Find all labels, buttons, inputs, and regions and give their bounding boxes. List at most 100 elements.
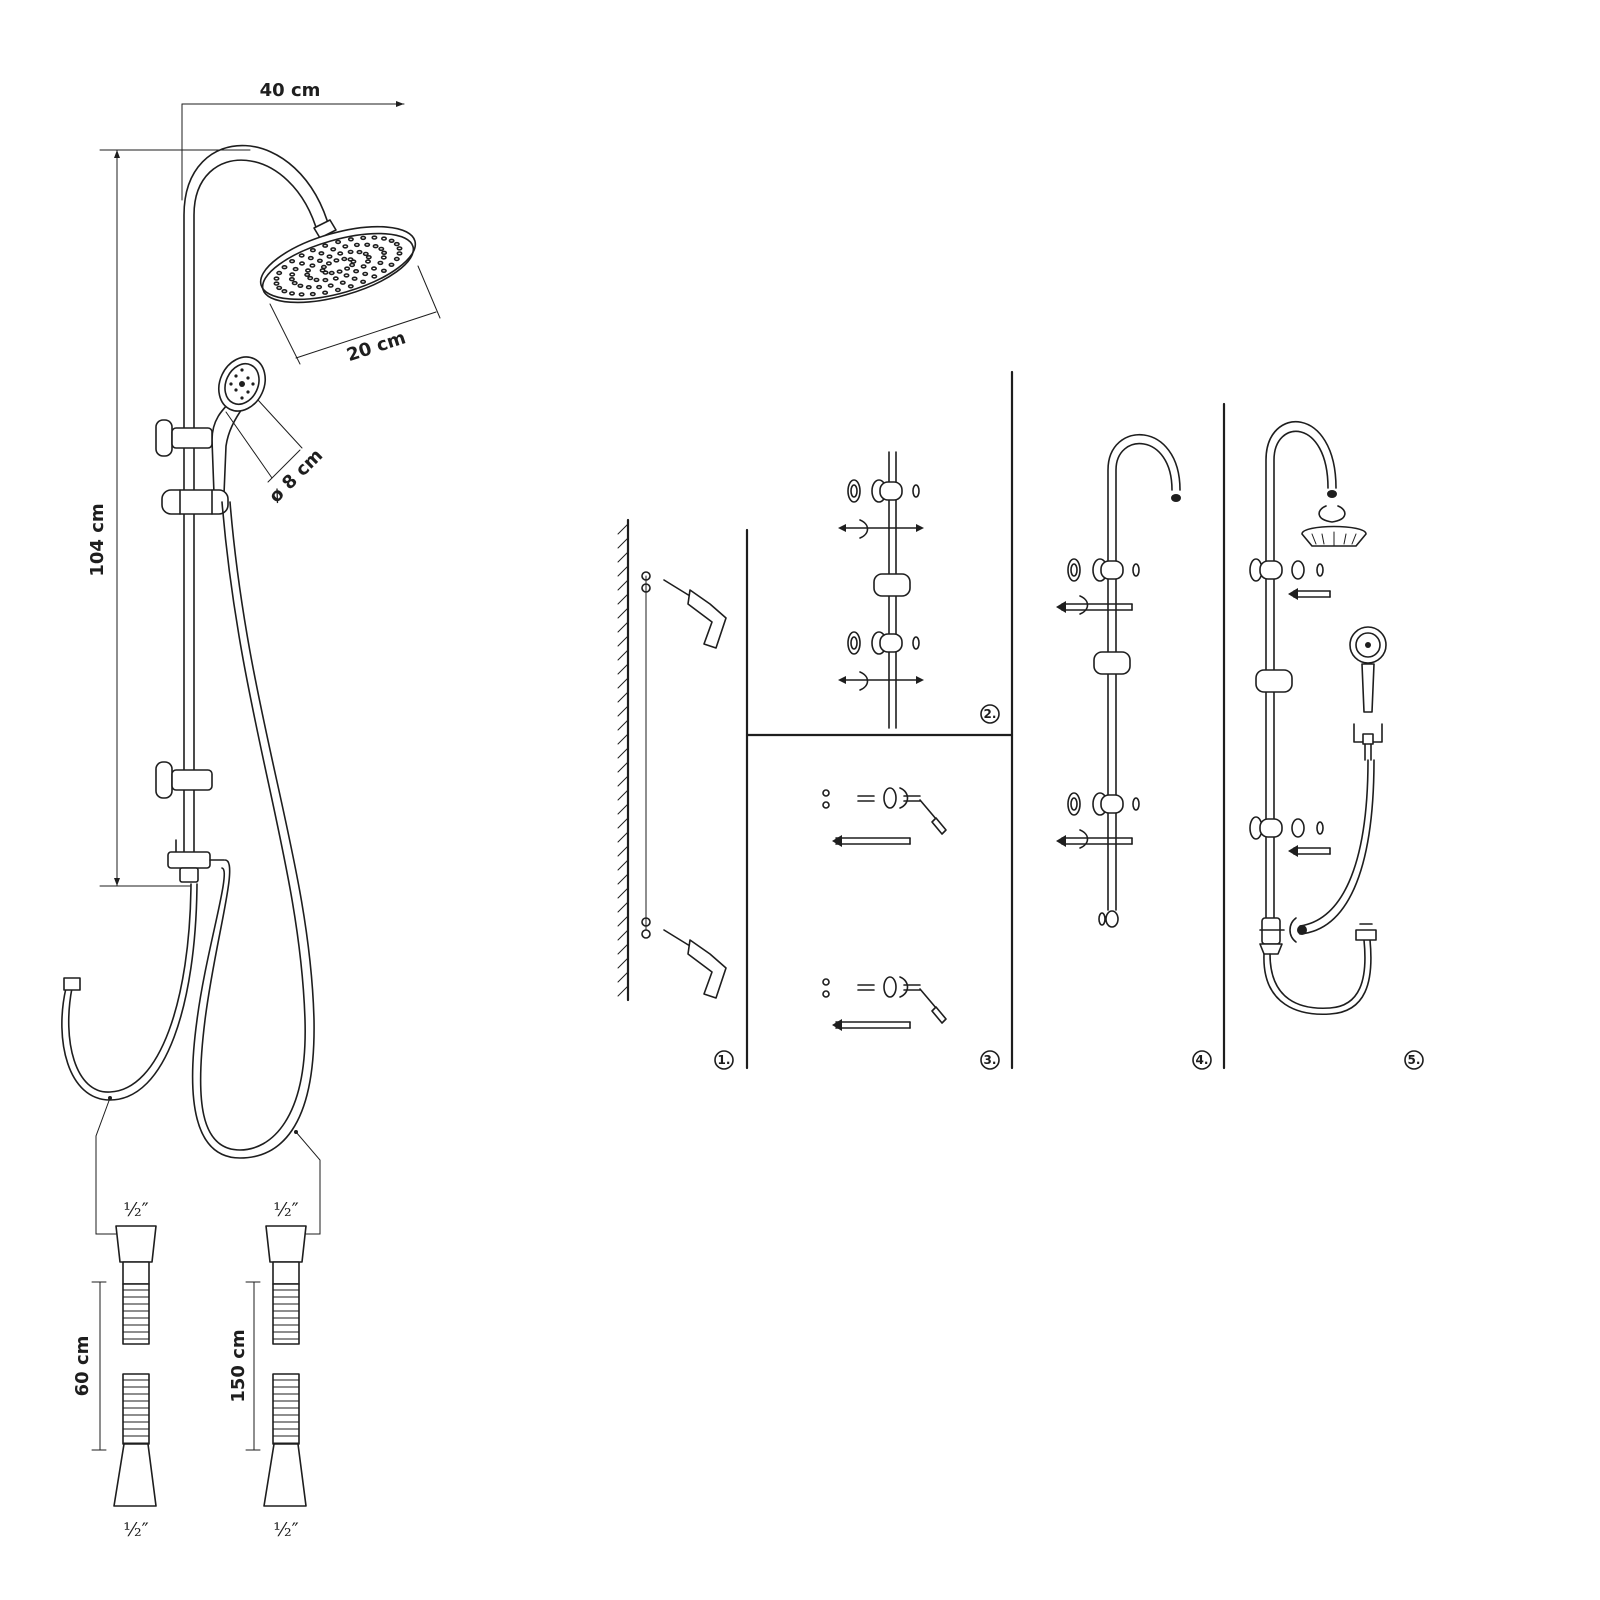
screw-assembly-top bbox=[822, 787, 947, 847]
wall-hatch bbox=[617, 985, 629, 997]
nozzle bbox=[307, 275, 314, 281]
wall-hatch bbox=[617, 789, 629, 801]
nozzle bbox=[297, 283, 304, 288]
nozzle bbox=[334, 287, 341, 293]
step5-hand-shower bbox=[1349, 626, 1387, 761]
short-hose-nut bbox=[63, 977, 81, 991]
step-2-panel: 2. bbox=[838, 451, 1000, 729]
drill-icon bbox=[663, 579, 727, 649]
nozzle bbox=[320, 264, 327, 270]
thread-label-top-long: ½″ bbox=[273, 1199, 299, 1221]
step5-bracket-top bbox=[1249, 558, 1331, 600]
nozzle bbox=[362, 251, 369, 257]
nozzle bbox=[371, 274, 378, 279]
wall-anchor-bottom bbox=[838, 631, 924, 691]
step-5-panel: 5. bbox=[1249, 420, 1424, 1070]
riser-pipe-inner bbox=[193, 159, 319, 881]
nozzle bbox=[347, 284, 354, 289]
wall-hatch bbox=[617, 901, 629, 913]
nozzle bbox=[362, 271, 369, 277]
wall-hatch bbox=[617, 565, 629, 577]
nozzle bbox=[304, 272, 311, 277]
nozzle bbox=[377, 260, 384, 266]
thread-label-bottom-long: ½″ bbox=[273, 1519, 299, 1541]
drill-icon-lower bbox=[663, 929, 727, 999]
wall-hatch bbox=[617, 705, 629, 717]
nozzle bbox=[360, 279, 367, 284]
nozzle bbox=[349, 262, 356, 268]
nozzle bbox=[337, 251, 344, 256]
nozzle bbox=[304, 268, 311, 273]
nozzle bbox=[343, 273, 350, 278]
nozzle bbox=[347, 237, 354, 242]
nozzle bbox=[344, 266, 351, 271]
nozzle bbox=[322, 277, 329, 283]
short-hose-callout bbox=[95, 1097, 117, 1235]
bracket-mount-bottom bbox=[1056, 792, 1140, 849]
short-hose-length-label: 60 cm bbox=[72, 1336, 93, 1397]
nozzle bbox=[347, 249, 354, 255]
step5-diverter bbox=[1259, 917, 1285, 955]
short-hose-inner bbox=[61, 883, 198, 1101]
step-1-panel: 1. bbox=[617, 518, 734, 1070]
nozzle bbox=[316, 258, 323, 263]
nozzle bbox=[309, 291, 316, 297]
nozzle bbox=[371, 235, 378, 240]
nozzle bbox=[380, 255, 387, 260]
slider-holder bbox=[161, 489, 229, 515]
wall-hatch bbox=[617, 691, 629, 703]
nozzle bbox=[381, 250, 388, 256]
nozzle bbox=[380, 268, 387, 273]
nozzle bbox=[326, 254, 333, 259]
nozzle bbox=[325, 261, 332, 266]
long-hose-callout bbox=[295, 1131, 321, 1235]
nozzle bbox=[372, 244, 379, 249]
wall-hatch bbox=[617, 929, 629, 941]
nozzle bbox=[322, 243, 329, 248]
nozzle bbox=[298, 292, 305, 297]
step5-rain-head bbox=[1301, 505, 1367, 547]
wall-hatch bbox=[617, 873, 629, 885]
hose-segment bbox=[272, 1373, 300, 1445]
nozzle bbox=[341, 256, 348, 262]
wall-hatch bbox=[617, 523, 629, 535]
nozzle bbox=[307, 255, 314, 261]
nozzle bbox=[333, 258, 340, 263]
hand-shower bbox=[211, 356, 266, 495]
wall-hatch bbox=[617, 649, 629, 661]
step5-bracket-bottom bbox=[1249, 816, 1331, 857]
head-diameter-label: 20 cm bbox=[344, 327, 408, 366]
width-label: 40 cm bbox=[260, 80, 321, 101]
nozzle bbox=[309, 263, 316, 268]
wall-hatch bbox=[617, 775, 629, 787]
nozzle bbox=[360, 264, 367, 269]
nozzle bbox=[380, 236, 387, 241]
wall-hatch bbox=[617, 817, 629, 829]
wall-hatch bbox=[617, 971, 629, 983]
nozzle bbox=[332, 276, 339, 281]
riser-pipe bbox=[183, 144, 331, 881]
nozzle bbox=[328, 270, 335, 276]
diverter bbox=[167, 839, 225, 883]
nozzle bbox=[291, 280, 298, 286]
nozzle bbox=[289, 259, 296, 264]
nozzle bbox=[388, 238, 395, 244]
nozzle bbox=[388, 262, 395, 267]
nozzle bbox=[298, 261, 305, 266]
step-4-panel: 4. bbox=[1056, 434, 1212, 1070]
nozzle bbox=[288, 277, 295, 282]
height-dimension: 104 cm bbox=[87, 149, 251, 887]
wall-hatch bbox=[617, 537, 629, 549]
long-hose-inner bbox=[191, 501, 315, 1159]
nozzle bbox=[322, 270, 329, 275]
nozzle bbox=[370, 266, 377, 271]
wall-hatch bbox=[617, 635, 629, 647]
installation-steps: 1. bbox=[617, 370, 1424, 1070]
bracket-middle-4 bbox=[1093, 651, 1131, 675]
wall-hatch bbox=[617, 551, 629, 563]
wall-hatch bbox=[617, 845, 629, 857]
nozzle bbox=[288, 291, 295, 296]
nozzle bbox=[318, 251, 325, 256]
nozzle bbox=[292, 266, 299, 272]
